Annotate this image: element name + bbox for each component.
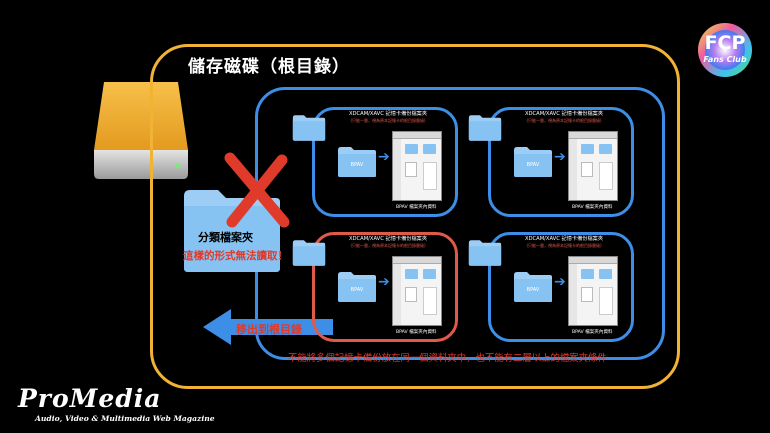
folder-content-label: BPAV 檔案夾內資料 <box>572 205 613 210</box>
card-subtitle: (只能一層，視為原本記憶卡的根目錄層級) <box>526 243 602 248</box>
bpav-label: BPAV <box>350 287 364 293</box>
unreadable-caption: 這樣的形式無法讀取！ <box>183 250 288 262</box>
backup-card <box>312 107 458 217</box>
arrow-right-icon: ➔ <box>378 274 390 290</box>
finder-window <box>568 256 618 326</box>
bpav-label: BPAV <box>350 162 364 168</box>
finder-window <box>568 131 618 201</box>
card-subtitle: (只能一層，視為原本記憶卡的根目錄層級) <box>350 243 426 248</box>
root-directory-frame <box>150 44 680 389</box>
folder-content-label: BPAV 檔案夾內資料 <box>396 330 437 335</box>
bpav-label: BPAV <box>526 162 540 168</box>
card-title: XDCAM/XAVC 記憶卡備份檔案夾 <box>524 111 604 117</box>
backup-card <box>312 232 458 342</box>
move-to-root-label: 移出到根目錄 <box>236 323 302 336</box>
backup-card <box>488 107 634 217</box>
fcp-logo-sub: Fans Club <box>703 55 747 64</box>
finder-window <box>392 131 442 201</box>
root-title: 儲存磁碟（根目錄） <box>188 57 350 77</box>
card-folder-icon <box>292 114 326 146</box>
folder-icon <box>184 190 280 272</box>
card-folder-icon <box>468 114 502 146</box>
arrow-right-icon: ➔ <box>554 149 566 165</box>
card-title: XDCAM/XAVC 記憶卡備份檔案夾 <box>348 236 428 242</box>
bottom-note: 不能將多個記憶卡備份放在同一個資料夾中，也不能有二層以上的檔案夾條件 <box>288 353 607 364</box>
fcp-logo-icon <box>698 23 752 77</box>
card-subtitle: (只能一層，視為原本記憶卡的根目錄層級) <box>526 118 602 123</box>
arrow-right-icon: ➔ <box>378 149 390 165</box>
bpav-folder-icon <box>337 145 377 183</box>
backup-card <box>488 232 634 342</box>
folder-content-label: BPAV 檔案夾內資料 <box>572 330 613 335</box>
card-folder-icon <box>468 239 502 271</box>
bpav-folder-icon <box>337 270 377 308</box>
promedia-tagline: Audio, Video & Multimedia Web Magazine <box>35 414 215 423</box>
red-x-icon <box>224 152 290 228</box>
card-subtitle: (只能一層，視為原本記憶卡的根目錄層級) <box>350 118 426 123</box>
arrow-right-icon: ➔ <box>554 274 566 290</box>
bpav-folder-icon <box>513 270 553 308</box>
move-left-arrow <box>203 309 333 345</box>
hard-drive-icon <box>94 82 188 179</box>
folder-content-label: BPAV 檔案夾內資料 <box>396 205 437 210</box>
card-title: XDCAM/XAVC 記憶卡備份檔案夾 <box>348 111 428 117</box>
bpav-label: BPAV <box>526 287 540 293</box>
bpav-folder-icon <box>513 145 553 183</box>
promedia-logo-text: ProMedia <box>18 384 162 413</box>
fcp-logo-text: FCP <box>704 32 746 54</box>
card-title: XDCAM/XAVC 記憶卡備份檔案夾 <box>524 236 604 242</box>
finder-window <box>392 256 442 326</box>
category-folder-label: 分類檔案夾 <box>198 231 253 244</box>
card-folder-icon <box>292 239 326 271</box>
